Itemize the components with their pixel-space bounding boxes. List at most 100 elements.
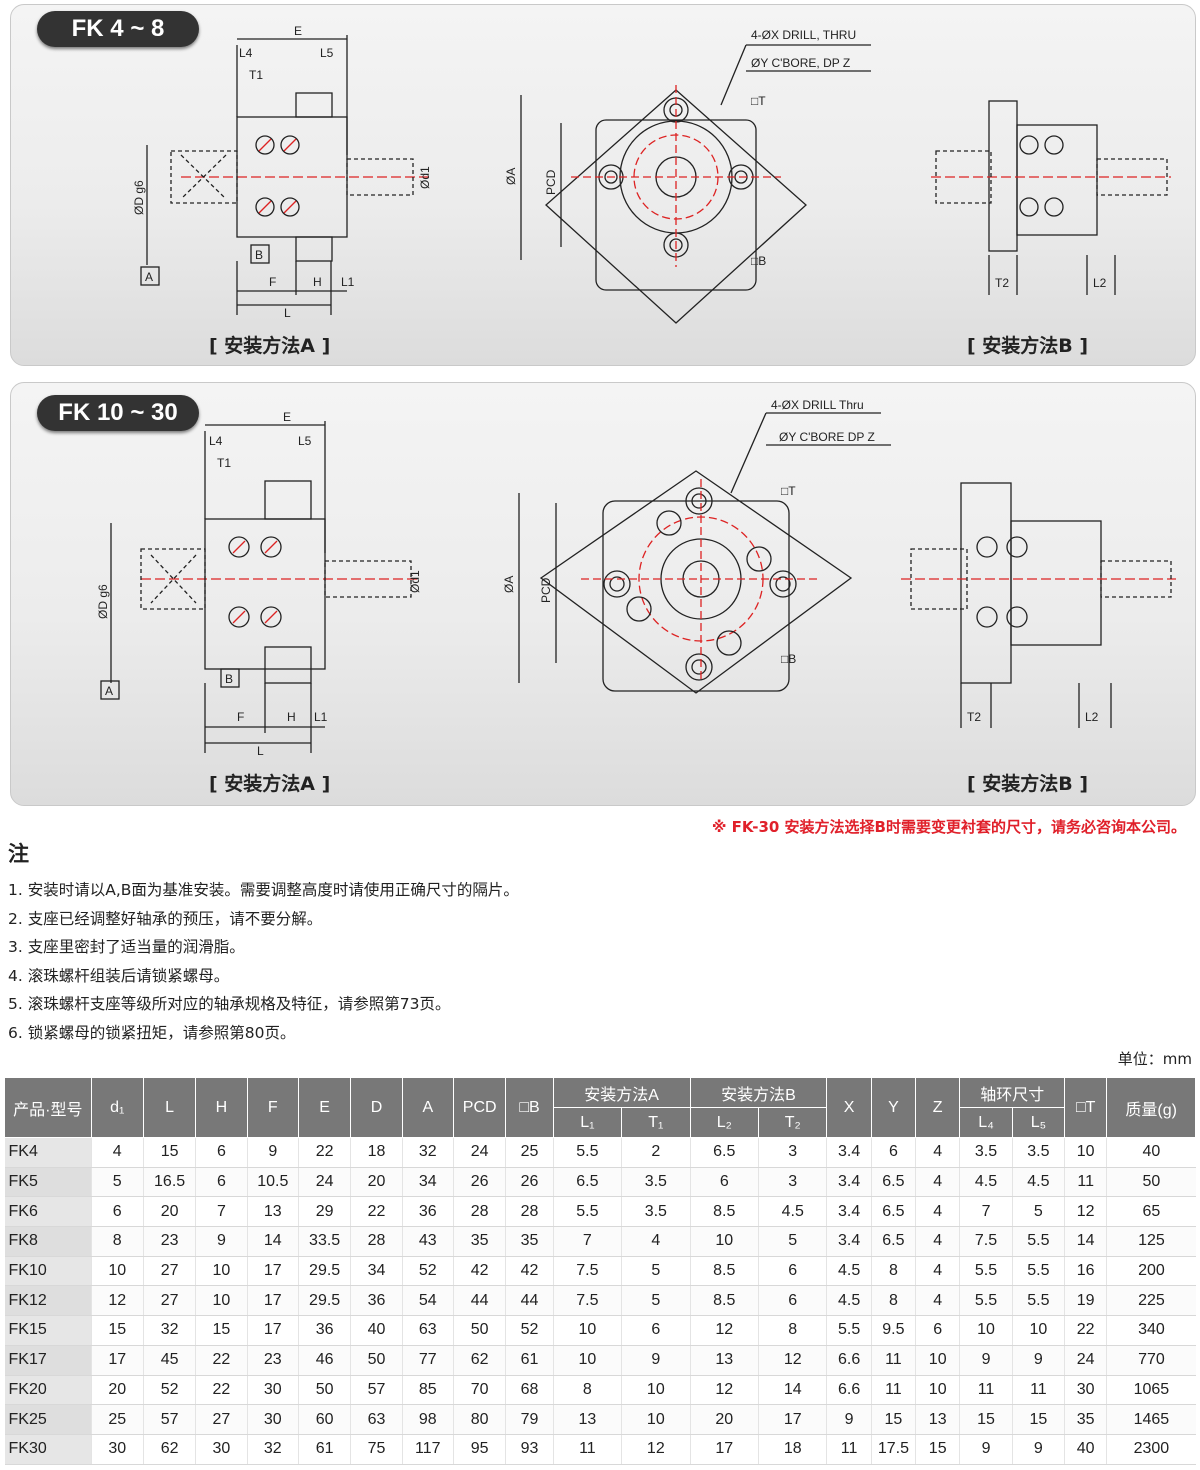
table-cell: 60 [297, 1404, 351, 1435]
table-cell: 200 [1106, 1256, 1196, 1287]
caption-method-a: [ 安装方法A ] [209, 773, 331, 795]
table-cell: 30 [90, 1434, 144, 1465]
table-cell: 6 [195, 1167, 248, 1198]
table-cell: 12 [90, 1285, 144, 1317]
table-cell: 4 [915, 1167, 960, 1198]
table-cell: 15 [142, 1137, 196, 1168]
table-cell: 40 [1064, 1434, 1107, 1465]
dim-d1: Ød1 [418, 166, 432, 189]
table-cell: 6.6 [826, 1345, 872, 1376]
dim-sqT: □T [781, 484, 796, 498]
table-cell: 17 [246, 1315, 299, 1346]
table-cell: 6.5 [870, 1226, 916, 1257]
table-cell: 3 [757, 1137, 827, 1168]
table-cell: 9 [621, 1345, 691, 1376]
table-cell: 6.6 [826, 1375, 872, 1406]
dim-L1: L1 [341, 275, 355, 289]
table-cell: 10 [195, 1256, 248, 1287]
drawing-panel-fk4-8: E L4 L5 T1 ØD g6 Ød1 B A F H L1 L ØA PCD… [10, 4, 1196, 366]
table-cell: 95 [452, 1434, 506, 1465]
table-cell: 4 [915, 1256, 960, 1287]
table-cell: 6 [90, 1196, 144, 1228]
dim-L1: L1 [314, 710, 328, 724]
table-cell: 28 [452, 1196, 506, 1228]
dim-sqB: □B [751, 254, 766, 268]
table-cell: 6 [915, 1315, 960, 1346]
table-cell: 22 [1064, 1315, 1107, 1346]
model-cell: FK20 [4, 1375, 92, 1406]
dim-sqT: □T [751, 94, 766, 108]
col-L4: L₄ [959, 1107, 1013, 1138]
table-cell: 11 [1011, 1375, 1065, 1406]
table-cell: 5.5 [1011, 1226, 1065, 1257]
table-cell: 12 [757, 1345, 827, 1376]
table-cell: 63 [350, 1404, 403, 1435]
table-cell: 44 [452, 1285, 506, 1317]
dim-L2: L2 [1093, 276, 1107, 290]
dim-D: ØD g6 [96, 584, 110, 619]
dim-L4: L4 [239, 46, 253, 60]
table-cell: 4 [621, 1226, 691, 1257]
table-cell: 10 [195, 1285, 248, 1317]
table-cell: 17 [246, 1285, 299, 1317]
table-cell: 8 [870, 1256, 916, 1287]
dim-phiA: ØA [504, 168, 518, 185]
table-cell: 27 [142, 1256, 196, 1287]
table-cell: 16 [1064, 1256, 1107, 1287]
col-E: E [297, 1077, 352, 1138]
table-cell: 36 [350, 1285, 403, 1317]
table-cell: 63 [401, 1315, 454, 1346]
table-cell: 32 [142, 1315, 196, 1346]
table-cell: 93 [505, 1434, 554, 1465]
dim-PCD: PCD [544, 169, 558, 195]
table-cell: 18 [757, 1434, 827, 1465]
table-cell: 3.5 [959, 1137, 1013, 1168]
table-cell: 9 [1011, 1434, 1065, 1465]
model-cell: FK15 [4, 1315, 92, 1346]
note-item: 5. 滚珠螺杆支座等级所对应的轴承规格及特征，请参照第73页。 [8, 995, 451, 1013]
table-cell: 13 [552, 1404, 622, 1435]
table-cell: 4.5 [1011, 1167, 1065, 1198]
table-cell: 45 [142, 1345, 196, 1376]
dim-sqB: □B [781, 652, 796, 666]
table-cell: 35 [505, 1226, 554, 1257]
col-L: L [142, 1077, 197, 1138]
table-cell: 77 [401, 1345, 454, 1376]
table-cell: 3.5 [621, 1167, 691, 1198]
notes-title: 注 [8, 842, 29, 866]
col-F: F [246, 1077, 299, 1138]
table-cell: 62 [452, 1345, 506, 1376]
note-item: 6. 锁紧螺母的锁紧扭矩，请参照第80页。 [8, 1023, 296, 1042]
series-tag: FK 10 ~ 30 [37, 395, 199, 431]
table-cell: 79 [505, 1404, 554, 1435]
table-cell: 32 [246, 1434, 299, 1465]
table-cell: 4.5 [757, 1196, 827, 1228]
drawing-panel-fk10-30: E L4 L5 T1 ØD g6 Ød1 B A F H L1 L ØA PCD… [10, 382, 1196, 806]
table-cell: 22 [350, 1196, 403, 1228]
table-cell: 20 [90, 1375, 144, 1406]
dim-D: ØD g6 [132, 180, 146, 215]
table-cell: 16.5 [142, 1167, 196, 1198]
table-cell: 11 [959, 1375, 1013, 1406]
table-cell: 33.5 [297, 1226, 351, 1257]
table-cell: 9.5 [870, 1315, 916, 1346]
caption-method-a: [ 安装方法A ] [209, 335, 331, 357]
table-cell: 30 [195, 1434, 248, 1465]
col-T1: T₁ [621, 1107, 691, 1138]
table-cell: 29.5 [297, 1256, 351, 1287]
ref-B: B [255, 248, 263, 262]
table-cell: 10 [915, 1375, 960, 1406]
table-cell: 11 [1064, 1167, 1107, 1198]
table-cell: 5.5 [959, 1285, 1013, 1317]
col-Y: Y [870, 1077, 917, 1138]
table-cell: 6 [689, 1167, 759, 1198]
table-cell: 2 [621, 1137, 691, 1168]
table-cell: 3.4 [826, 1137, 872, 1168]
table-cell: 13 [246, 1196, 299, 1228]
table-cell: 9 [959, 1434, 1013, 1465]
table-cell: 3.5 [621, 1196, 691, 1228]
